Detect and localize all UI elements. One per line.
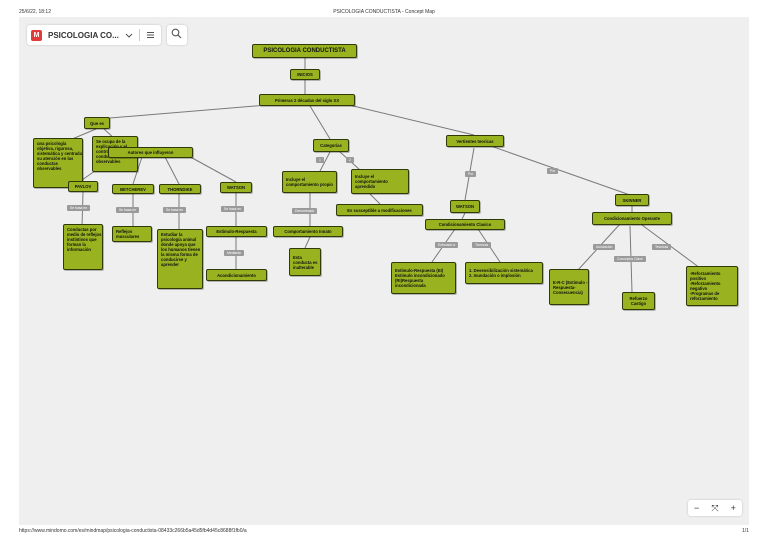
- label-tecnicas-2: Tecnicas: [652, 244, 672, 250]
- node-watson-2[interactable]: WATSON: [450, 200, 480, 213]
- node-estimulo-respuesta[interactable]: Estimulo-Respuesta: [206, 226, 267, 237]
- node-incluye-aprendido[interactable]: Incluye el comportamiento aprendido: [351, 169, 409, 194]
- node-que-es[interactable]: Que es: [84, 117, 110, 129]
- node-inalterable[interactable]: Esta conducta es inalterable: [289, 248, 321, 276]
- node-definicion-1[interactable]: una psicología objetiva, rigurosa, siste…: [33, 138, 83, 188]
- node-thorndike-resultado[interactable]: Estudiar la psicología animal donde apoy…: [157, 229, 203, 289]
- node-categorias[interactable]: Categorías: [313, 139, 349, 152]
- node-comportamiento-innato[interactable]: Comportamiento Innato: [273, 226, 343, 237]
- label-asociacion: Asociación: [593, 244, 616, 250]
- node-thorndike[interactable]: THORNDIKE: [159, 184, 201, 194]
- label-thorndike-basa: Se basa en: [163, 207, 187, 213]
- chevron-down-icon[interactable]: [125, 26, 133, 44]
- label-watson-basa: Se basa en: [221, 206, 245, 212]
- zoom-in-button[interactable]: +: [730, 503, 736, 513]
- node-skinner[interactable]: SKINNER: [615, 194, 649, 206]
- label-denominado: Denominado: [292, 208, 318, 214]
- search-button[interactable]: [166, 25, 187, 45]
- node-reforzamiento[interactable]: -Reforzamiento positivo -Reforzamiento n…: [686, 266, 738, 306]
- node-autores[interactable]: Autores que influyeron: [108, 147, 193, 158]
- label-betcherev-basa: Se basa en: [116, 207, 140, 213]
- label-cat-2: 2: [346, 157, 354, 163]
- node-tecnicas-clasico[interactable]: 1. Desensibilización sistemática 2. Inun…: [465, 262, 543, 284]
- map-canvas[interactable]: [19, 17, 749, 525]
- node-betcherev-resultado[interactable]: Reflejos musculares: [112, 226, 152, 242]
- app-logo-icon: M: [31, 29, 42, 41]
- label-mediante: Mediante: [224, 250, 244, 256]
- menu-icon[interactable]: [146, 26, 155, 44]
- label-por-1: Por: [465, 171, 477, 177]
- node-erc[interactable]: E-R-C (Estimulo - Respuesta-Consecuencia…: [549, 269, 589, 305]
- label-tecnicas-1: Tecnicas: [472, 242, 492, 248]
- label-cat-1: 1: [316, 157, 324, 163]
- fit-to-screen-icon[interactable]: ⤧: [711, 502, 719, 513]
- zoom-out-button[interactable]: −: [694, 503, 700, 513]
- node-condicionamiento-clasico[interactable]: Condicionamiento Clasico: [425, 219, 505, 230]
- node-incluye-propio[interactable]: Incluye el comportamiento propio: [282, 171, 337, 193]
- label-conceptos-clave: Conceptos Clave: [614, 256, 646, 262]
- node-susceptible[interactable]: Es susceptible a modificaciones: [336, 204, 423, 216]
- label-por-2: Por: [547, 168, 559, 174]
- print-page-title: PSICOLOGIA CONDUCTISTA - Concept Map: [333, 9, 435, 15]
- node-watson-1[interactable]: WATSON: [220, 182, 252, 193]
- node-estimulo-respuesta-clasico[interactable]: Estimulo-Respuesta (EI) Estimulo incondi…: [391, 262, 456, 294]
- print-url: https://www.mindomo.com/es/mindmap/psico…: [19, 528, 247, 534]
- node-primeras-decadas[interactable]: Primeras 2 décadas del siglo XX: [259, 94, 355, 106]
- node-vertientes[interactable]: Vertientes teoricas: [446, 135, 504, 147]
- node-betcherev[interactable]: BETCHEREV: [112, 184, 154, 194]
- label-enfocado: Enfocado a: [435, 242, 459, 248]
- node-inicios[interactable]: INICIOS: [290, 69, 320, 80]
- print-datetime: 25/6/22, 18:12: [19, 9, 51, 15]
- node-refuerzo-castigo[interactable]: Refuerzo Castigo: [622, 292, 655, 310]
- map-toolbar: M PSICOLOGIA CO...: [27, 25, 187, 45]
- node-condicionamiento-operante[interactable]: Condicionamiento Operante: [592, 212, 672, 225]
- node-pavlov[interactable]: PAVLOV: [68, 181, 98, 192]
- map-title[interactable]: PSICOLOGIA CO...: [48, 30, 119, 40]
- label-pavlov-basa: Se basa en: [67, 205, 91, 211]
- search-icon: [171, 26, 182, 44]
- map-title-bar[interactable]: M PSICOLOGIA CO...: [27, 25, 161, 45]
- node-root[interactable]: PSICOLOGIA CONDUCTISTA: [252, 44, 357, 58]
- print-page-number: 1/1: [742, 528, 749, 534]
- node-pavlov-resultado[interactable]: Conductas por medio de reflejos instinti…: [63, 224, 103, 270]
- node-acondicionamiento[interactable]: Acondicionamiento: [206, 269, 267, 281]
- zoom-controls: − ⤧ +: [688, 500, 742, 516]
